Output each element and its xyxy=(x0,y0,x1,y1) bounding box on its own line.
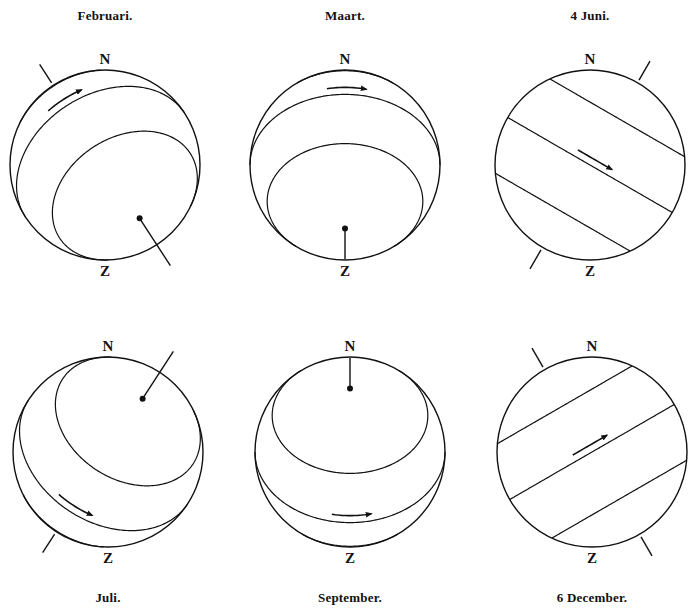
globe-outline xyxy=(13,357,203,547)
latitude-line xyxy=(52,131,197,260)
pole-label: N xyxy=(103,337,114,355)
globe-outline xyxy=(497,357,687,547)
axis-stub xyxy=(43,534,55,552)
axis-stub xyxy=(532,348,543,367)
latitude-line xyxy=(497,366,632,444)
globe-markings xyxy=(497,348,686,556)
latitude-line xyxy=(20,70,100,122)
axis-stub xyxy=(349,358,350,388)
rotation-arrow xyxy=(327,87,366,89)
pole-label: N xyxy=(587,337,598,355)
globe-outline-frame xyxy=(255,357,445,547)
pole-label: N xyxy=(345,337,356,355)
pole-label: Z xyxy=(340,262,350,280)
globe-outline xyxy=(255,357,445,547)
rotation-arrow xyxy=(59,494,92,515)
latitude-line xyxy=(20,400,188,530)
globe-markings xyxy=(255,358,445,546)
rotation-arrow xyxy=(578,150,612,170)
month-label: Februari. xyxy=(78,8,133,24)
latitude-line xyxy=(510,405,675,500)
globe-outline xyxy=(495,70,685,260)
latitude-line xyxy=(508,118,673,213)
globe-markings xyxy=(17,64,198,265)
rotation-arrow xyxy=(48,90,81,111)
pole-label: Z xyxy=(103,549,113,567)
latitude-line xyxy=(17,86,185,216)
month-label: 6 December. xyxy=(557,590,627,606)
month-label: 4 Juni. xyxy=(571,8,610,24)
globe-markings xyxy=(20,351,201,552)
axis-stub xyxy=(530,250,541,269)
rotation-arrow xyxy=(573,435,607,455)
globe-figure: Maart.NZ xyxy=(250,70,440,260)
globe-outline xyxy=(10,70,200,260)
latitude-line xyxy=(23,495,103,547)
axis-stub xyxy=(140,218,171,265)
axis-stub xyxy=(40,64,52,82)
pole-label: Z xyxy=(345,549,355,567)
axis-stub xyxy=(641,537,652,556)
axis-stub xyxy=(143,351,174,398)
globe-figure: 4 Juni.NZ xyxy=(495,70,685,260)
globe-figure: September.NZ xyxy=(255,357,445,547)
globe-figure: 6 December.NZ xyxy=(497,357,687,547)
globe-markings xyxy=(495,61,684,269)
pole-label: N xyxy=(585,50,596,68)
latitude-line xyxy=(552,460,687,538)
globe-outline-frame xyxy=(10,70,200,260)
globe-figure: Juli.NZ xyxy=(13,357,203,547)
month-label: September. xyxy=(318,590,382,606)
axis-stub xyxy=(639,61,650,80)
latitude-line xyxy=(550,79,685,157)
pole-label: Z xyxy=(100,262,110,280)
pole-label: N xyxy=(100,50,111,68)
pole-label: Z xyxy=(587,549,597,567)
latitude-line xyxy=(255,452,445,523)
globe-outline xyxy=(250,70,440,260)
latitude-bands xyxy=(17,61,687,556)
globe-outline-frame xyxy=(250,70,440,260)
globe-outline-frame xyxy=(13,357,203,547)
axis-stub xyxy=(344,229,345,259)
rotation-arrow xyxy=(332,514,371,516)
pole-label: Z xyxy=(585,262,595,280)
latitude-line xyxy=(55,357,200,486)
latitude-line xyxy=(250,94,440,165)
globe-outline-frame xyxy=(495,70,685,260)
globe-figure: Februari.NZ xyxy=(10,70,200,260)
month-label: Maart. xyxy=(325,8,365,24)
latitude-line xyxy=(495,173,630,251)
globe-outline-frame xyxy=(497,357,687,547)
month-label: Juli. xyxy=(95,590,120,606)
globe-markings xyxy=(250,71,440,259)
pole-label: N xyxy=(340,50,351,68)
